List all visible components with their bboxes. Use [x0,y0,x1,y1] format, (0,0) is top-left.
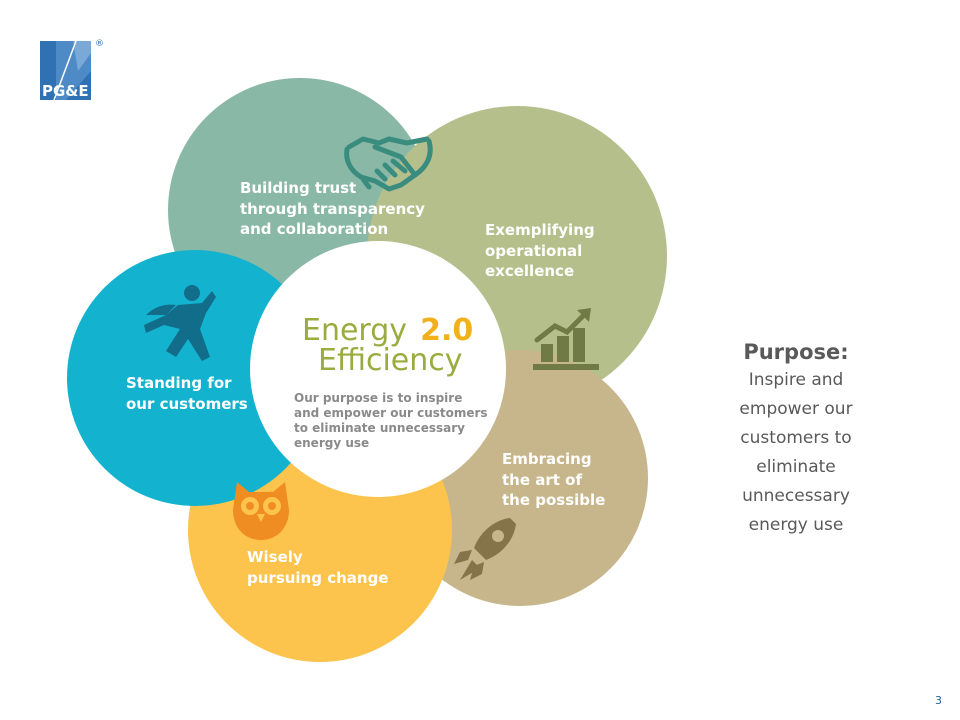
growth-chart-icon [533,308,599,370]
segment-customers [67,250,323,506]
purpose-line: eliminate [756,457,836,477]
center-title-line1: Energy 2.0 [302,313,473,348]
purpose-block: Purpose: Inspire and empower our custome… [708,338,884,540]
page-number: 3 [935,694,942,707]
purpose-line: energy use [748,515,844,535]
handshake-icon [344,136,433,192]
center-title-line2: Efficiency [318,343,463,378]
registered-mark: ® [95,39,104,49]
purpose-line: unnecessary [742,486,850,506]
segment-label-trust: Building trust through transparency and … [240,179,430,238]
center-purpose-text: Our purpose is to inspire and empower ou… [294,391,492,450]
pge-logo: PG&E [40,41,91,100]
purpose-line: customers to [740,428,852,448]
segment-label-change: Wisely pursuing change [247,548,388,587]
segment-label-possible: Embracing the art of the possible [502,450,605,509]
hero-icon [144,285,216,361]
owl-icon [233,482,289,540]
purpose-title: Purpose: [743,340,849,364]
purpose-line: Inspire and [748,370,844,390]
segment-label-customers: Standing for our customers [126,374,248,413]
rocket-icon [454,518,516,580]
center-circle [250,241,506,497]
segment-label-operational: Exemplifying operational excellence [485,221,600,280]
logo-text: PG&E [42,82,89,100]
purpose-line: empower our [739,399,853,419]
